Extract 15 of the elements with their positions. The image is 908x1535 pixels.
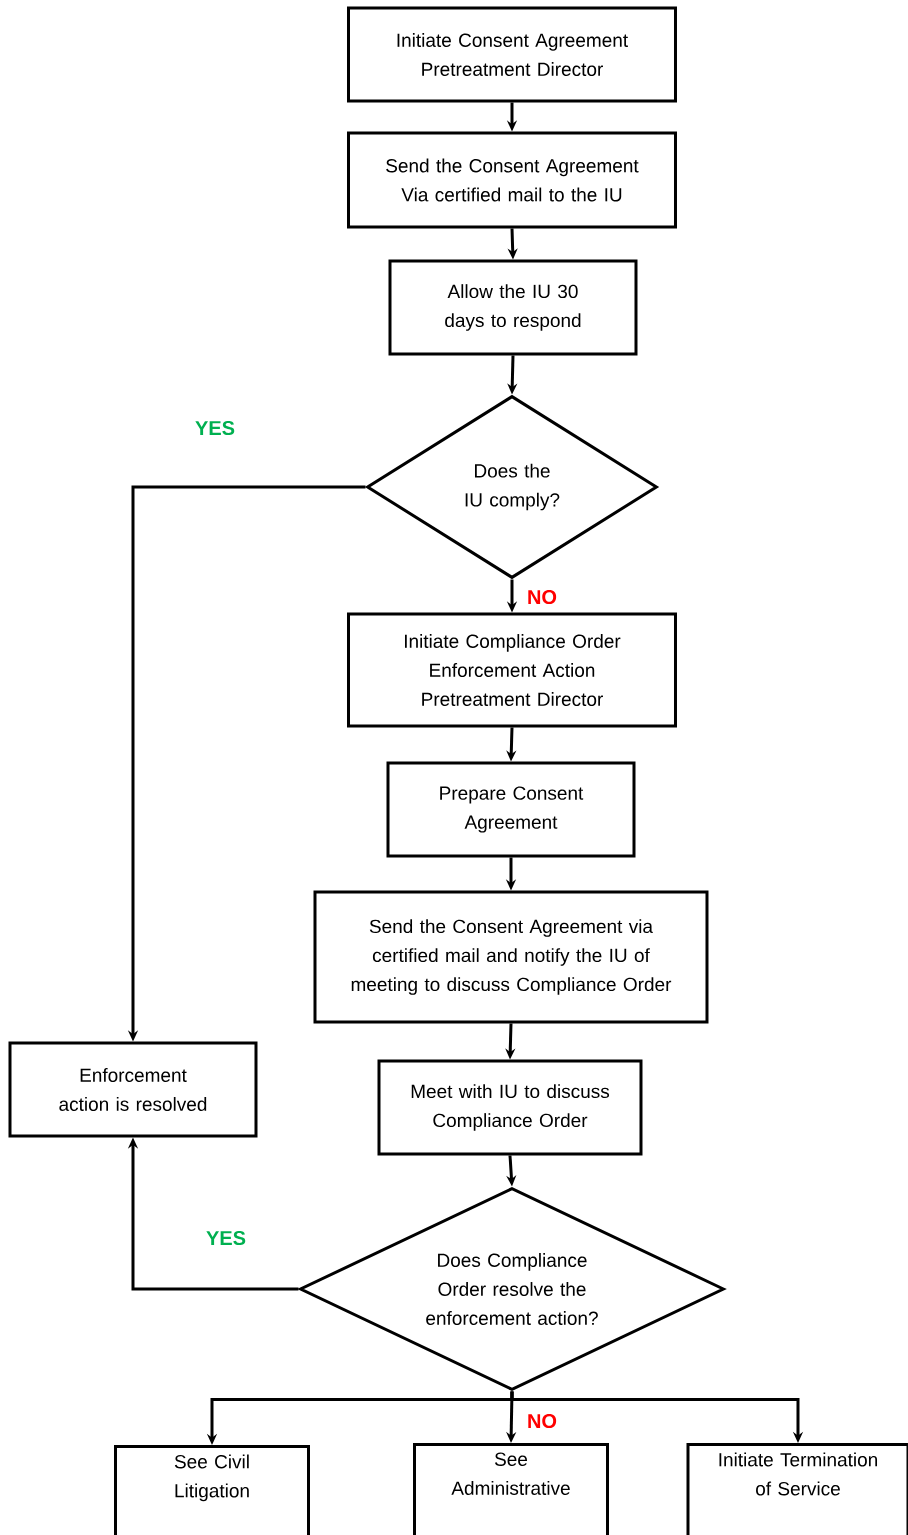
edge-label: NO (526, 588, 558, 606)
process-box: Send the Consent Agreement via certified mail and notify the IU of meeting to discuss Compliance Order (313, 890, 709, 1024)
edge-label: NO (526, 1412, 558, 1430)
edge-label: YES (205, 1229, 247, 1247)
process-box: Initiate Consent Agreement Pretreatment Director (347, 6, 677, 103)
process-box: Prepare Consent Agreement (386, 761, 636, 858)
process-box: Initiate Compliance Order Enforcement Action Pretreatment Director (347, 612, 677, 728)
process-box: See Administrative (413, 1443, 609, 1535)
process-box: Send the Consent Agreement Via certified mail to the IU (347, 131, 677, 229)
process-box: Initiate Termination of Service (686, 1443, 908, 1535)
edge-label: YES (194, 419, 236, 437)
process-box: Allow the IU 30 days to respond (388, 259, 638, 356)
process-box: Meet with IU to discuss Compliance Order (377, 1059, 643, 1156)
process-box: Enforcement action is resolved (8, 1041, 258, 1138)
process-box: See Civil Litigation (114, 1445, 310, 1535)
